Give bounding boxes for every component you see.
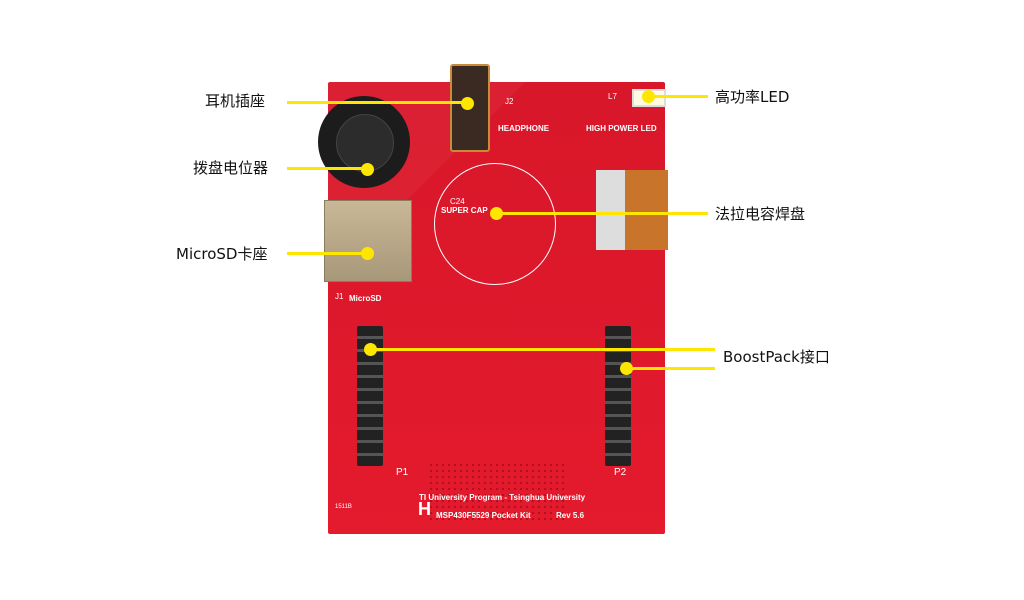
callout-line-supercap (496, 212, 708, 215)
prototype-area (428, 462, 568, 522)
callout-dot-microsd (361, 247, 374, 260)
label-boostpack: BoostPack接口 (723, 348, 830, 366)
callout-dot-led (642, 90, 655, 103)
silk-program: TI University Program - Tsinghua Univers… (419, 493, 586, 502)
callout-line-boostpack-p2 (626, 367, 715, 370)
label-supercap-pad: 法拉电容焊盘 (715, 205, 806, 223)
silk-j1: J1 (335, 292, 344, 301)
boostpack-header-p2 (605, 326, 631, 466)
callout-dot-boostpack-p1 (364, 343, 377, 356)
callout-dot-potentiometer (361, 163, 374, 176)
tsinghua-logo: H (418, 499, 431, 519)
silk-high-power-led: HIGH POWER LED (586, 124, 657, 133)
silk-p1: P1 (396, 467, 409, 478)
silk-j2: J2 (505, 97, 514, 106)
silk-p2: P2 (614, 467, 627, 478)
silk-c24: C24 (450, 197, 465, 206)
callout-line-led (648, 95, 708, 98)
callout-line-potentiometer (287, 167, 367, 170)
silk-super-cap: SUPER CAP (441, 206, 488, 215)
callout-line-boostpack-p1 (370, 348, 715, 351)
callout-line-headphone (287, 101, 467, 104)
callout-dot-supercap (490, 207, 503, 220)
silk-l7: L7 (608, 92, 617, 101)
silk-kit: MSP430F5529 Pocket Kit (436, 511, 531, 520)
callout-line-microsd (287, 252, 367, 255)
callout-dot-headphone (461, 97, 474, 110)
silk-code: 1511B (335, 504, 352, 510)
supercap-outline (434, 163, 556, 285)
silk-microsd: MicroSD (349, 294, 382, 303)
callout-dot-boostpack-p2 (620, 362, 633, 375)
lcd-connector (596, 170, 668, 250)
label-high-power-led: 高功率LED (715, 88, 790, 106)
microsd-slot (324, 200, 412, 282)
silk-rev: Rev 5.6 (556, 511, 585, 520)
label-potentiometer: 拨盘电位器 (193, 159, 269, 177)
silk-headphone: HEADPHONE (498, 124, 550, 133)
label-microsd: MicroSD卡座 (176, 245, 268, 263)
label-headphone-jack: 耳机插座 (205, 92, 266, 110)
